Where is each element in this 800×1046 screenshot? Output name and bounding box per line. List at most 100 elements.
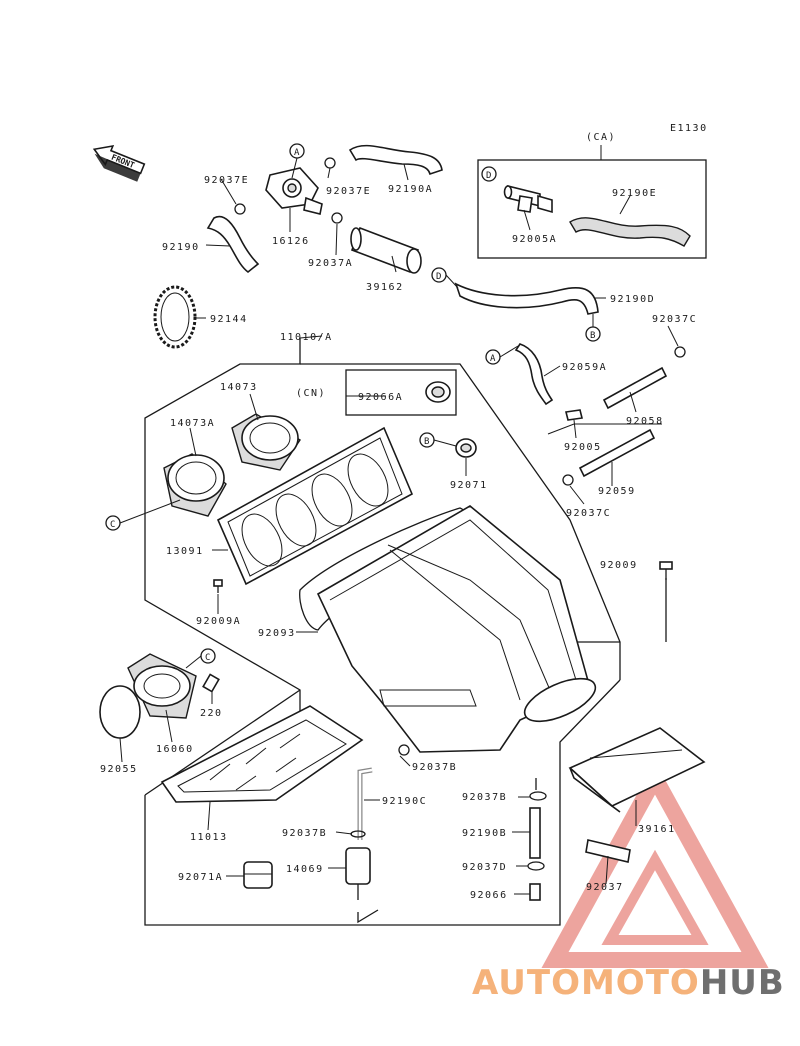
part-14073-holder [231, 413, 301, 471]
callout-c-2-text: C [205, 653, 210, 663]
label-220: 220 [200, 708, 223, 719]
diagram-code: E1130 [670, 123, 708, 134]
part-92071A-grommet [243, 861, 273, 889]
callout-c-1: C [105, 515, 121, 531]
label-92066A: 92066A [358, 392, 403, 403]
variant-ca-label: (CA) [586, 132, 616, 143]
clamp-92037D [527, 861, 545, 871]
label-92005: 92005 [564, 442, 602, 453]
part-92071-grommet [455, 438, 477, 458]
label-92190C: 92190C [382, 796, 427, 807]
part-92066A-grommet [425, 381, 451, 403]
part-92190C-hose [357, 767, 373, 840]
label-14073: 14073 [220, 382, 258, 393]
clamp-92037A [331, 212, 343, 224]
variant-cn-label: (CN) [296, 388, 326, 399]
part-92005A-tee [503, 184, 553, 214]
watermark-part2: HUB [700, 963, 785, 1003]
label-92037B-3: 92037B [282, 828, 327, 839]
label-16126: 16126 [272, 236, 310, 247]
part-92058-pipe [602, 366, 668, 410]
clamp-92037E-2 [324, 157, 336, 169]
part-92009-bolt [659, 561, 673, 580]
watermark-part1: AUTOMOTO [472, 963, 700, 1003]
label-92009A: 92009A [196, 616, 241, 627]
label-92037D: 92037D [462, 862, 507, 873]
frame-11010A-right [300, 363, 621, 680]
part-14069-drain [345, 847, 371, 900]
cn-box [345, 369, 457, 416]
callout-b-1: B [585, 326, 601, 342]
clamp-92037C-1 [674, 346, 686, 358]
clamp-92037C-2 [562, 474, 574, 486]
callout-d-1: D [481, 166, 497, 182]
front-arrow-icon: FRONT [92, 144, 146, 182]
label-92037C-2: 92037C [566, 508, 611, 519]
part-labels: 92037E 92037E 92190A 16126 92190 92037A … [100, 175, 697, 901]
airbox-housing [316, 505, 597, 756]
label-92190A: 92190A [388, 184, 433, 195]
part-14073A-holder [163, 453, 227, 517]
label-92037A: 92037A [308, 258, 353, 269]
label-92037C-1: 92037C [652, 314, 697, 325]
label-92190D: 92190D [610, 294, 655, 305]
label-92059A: 92059A [562, 362, 607, 373]
label-92037B-1: 92037B [412, 762, 457, 773]
callout-d-2-text: D [436, 272, 441, 282]
part-92037-bracket [585, 839, 631, 863]
part-92059A-hose [514, 343, 554, 406]
part-92190D-hose [454, 282, 599, 315]
label-13091: 13091 [166, 546, 204, 557]
label-92058: 92058 [626, 416, 664, 427]
callout-d-1-text: D [486, 171, 491, 181]
part-39161-duct [568, 727, 706, 813]
callout-a-1: A [289, 143, 305, 159]
part-92144-ring [153, 285, 197, 349]
ca-box [477, 159, 707, 259]
callout-a-2-text: A [490, 354, 496, 364]
callout-a-2: A [485, 349, 501, 365]
callout-c-1-text: C [110, 520, 115, 530]
label-11010A: 11010/A [280, 332, 333, 343]
label-14069: 14069 [286, 864, 324, 875]
callout-b-2-text: B [424, 437, 429, 447]
label-39161: 39161 [638, 824, 676, 835]
part-16060-cover [127, 653, 197, 719]
label-14073A: 14073A [170, 418, 215, 429]
part-92144-ring-inner [160, 292, 190, 342]
leader-14069-bottom [357, 909, 379, 924]
callout-b-1-text: B [590, 331, 595, 341]
label-92190: 92190 [162, 242, 200, 253]
label-92093: 92093 [258, 628, 296, 639]
part-92059-pipe [578, 428, 656, 478]
label-92055: 92055 [100, 764, 138, 775]
label-92144: 92144 [210, 314, 248, 325]
part-92055-ring [99, 685, 141, 739]
callout-b-2: B [419, 432, 435, 448]
leader-lines [119, 157, 679, 895]
label-11013: 11013 [190, 832, 228, 843]
part-92009A-bolt [213, 579, 223, 593]
label-92037B-2: 92037B [462, 792, 507, 803]
label-92071: 92071 [450, 480, 488, 491]
part-13091-plate [216, 426, 414, 586]
part-92005-connector [565, 409, 583, 421]
clamp-92037E-1 [234, 203, 246, 215]
label-92066: 92066 [470, 890, 508, 901]
part-92190C-hose-core [358, 768, 373, 840]
part-92190B-hose [529, 807, 541, 859]
label-92071A: 92071A [178, 872, 223, 883]
part-16126-valve [265, 167, 323, 215]
label-92009: 92009 [600, 560, 638, 571]
part-39162-filter [350, 226, 422, 274]
part-92190-hose [206, 215, 260, 274]
watermark-text: AUTOMOTOHUB [472, 963, 785, 1003]
callout-a-1-text: A [294, 148, 300, 158]
callout-d-2: D [431, 267, 447, 283]
label-39162: 39162 [366, 282, 404, 293]
label-92190E: 92190E [612, 188, 657, 199]
watermark-logo [541, 761, 769, 968]
label-92059: 92059 [598, 486, 636, 497]
